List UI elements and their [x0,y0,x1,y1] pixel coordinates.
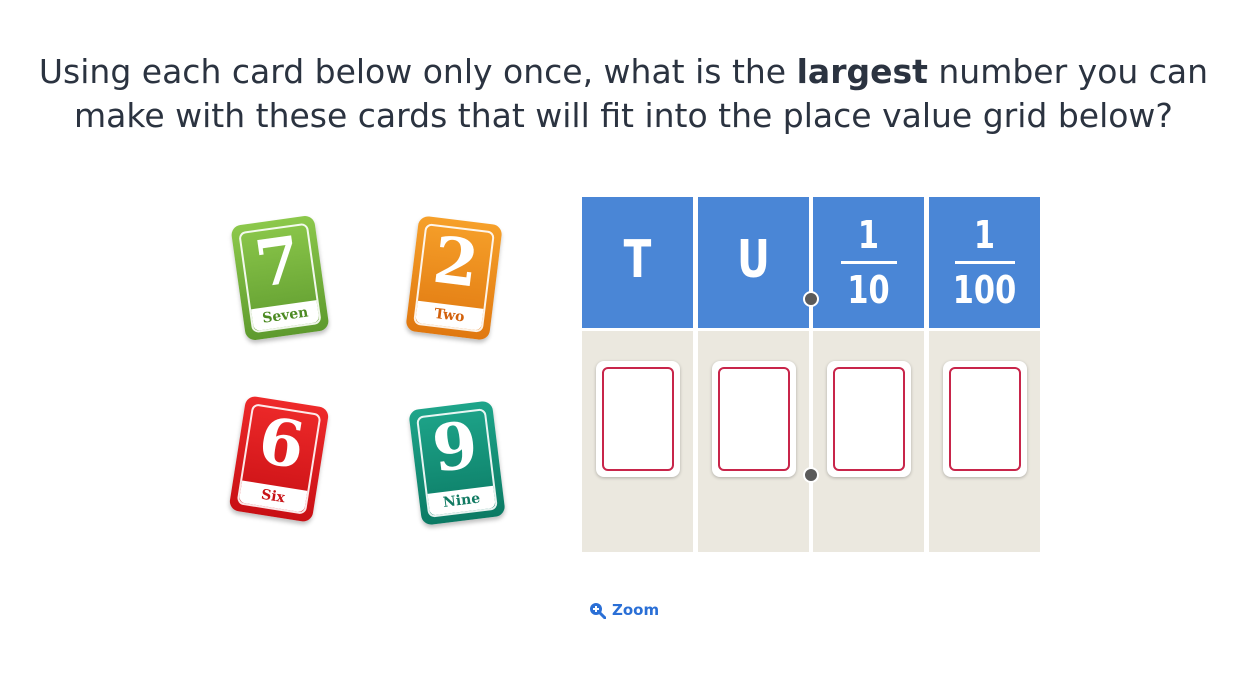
fraction-label: 1 100 [929,213,1040,312]
card-digit: 9 [428,407,482,488]
question-emphasis: largest [796,52,928,91]
card-digit: 6 [253,403,310,485]
fraction-denominator: 10 [847,268,890,312]
question-part-1: Using each card below only once, what is… [38,52,797,91]
fraction-numerator: 1 [857,213,880,257]
drop-slot-tens[interactable] [596,361,680,477]
card-seven[interactable]: 7 Seven [230,214,330,342]
zoom-button[interactable]: Zoom [589,600,659,620]
column-units: U [698,197,809,552]
column-hundredths: 1 100 [929,197,1040,552]
fraction-bar [954,261,1015,264]
slot-border [718,367,790,471]
zoom-label: Zoom [612,601,660,619]
card-nine[interactable]: 9 Nine [408,400,506,526]
zoom-in-icon [590,602,606,619]
fraction-denominator: 100 [952,268,1017,312]
fraction-numerator: 1 [973,213,996,257]
column-body [582,331,693,552]
drop-slot-tenths[interactable] [827,361,911,477]
card-digit: 7 [250,222,306,303]
slot-border [949,367,1021,471]
header-label: T [623,230,652,290]
header-label: U [737,230,770,290]
column-body [698,331,809,552]
drop-slot-units[interactable] [712,361,796,477]
card-two[interactable]: 2 Two [405,215,503,341]
slot-border [833,367,905,471]
header-tens: T [582,197,693,328]
slot-border [602,367,674,471]
question-text: Using each card below only once, what is… [0,50,1247,138]
card-six[interactable]: 6 Six [228,395,330,523]
place-value-grid: T U 1 10 1 100 [582,197,1040,552]
fraction-label: 1 10 [813,213,924,312]
column-body [813,331,924,552]
fraction-bar [840,261,897,264]
decimal-point-slots [803,467,819,483]
question-part-2: number you can make with these cards tha… [74,52,1209,135]
header-tenths: 1 10 [813,197,924,328]
column-body [929,331,1040,552]
header-units: U [698,197,809,328]
column-tenths: 1 10 [813,197,924,552]
drop-slot-hundredths[interactable] [943,361,1027,477]
column-tens: T [582,197,693,552]
header-hundredths: 1 100 [929,197,1040,328]
card-digit: 2 [429,222,483,303]
decimal-point-header [803,291,819,307]
